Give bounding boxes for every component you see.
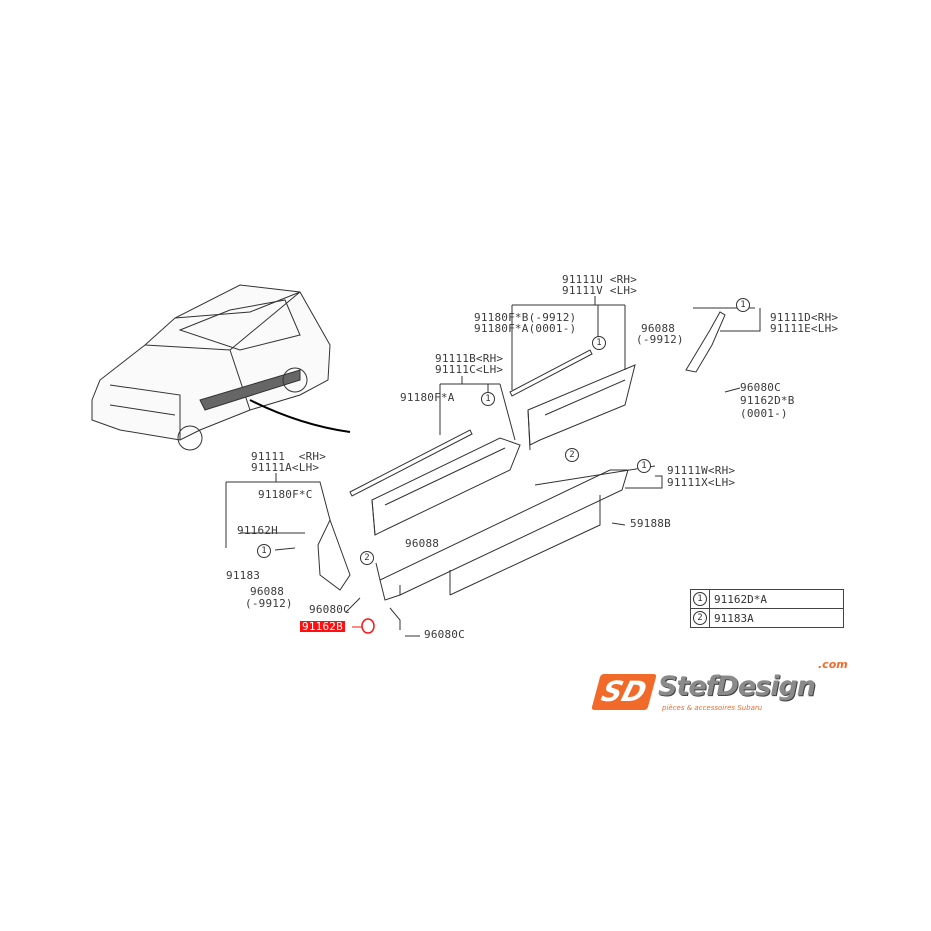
label-91111W: 91111W<RH>: [667, 464, 736, 477]
vehicle-illustration: [91, 284, 351, 451]
callout-2: 2: [360, 551, 374, 565]
legend-table: 1 91162D*A 2 91183A: [690, 589, 844, 628]
label-91111A: 91111A<LH>: [251, 461, 320, 474]
label-91162D-B-note: (0001-): [740, 407, 788, 420]
label-91180F-B: 91180F*B(-9912): [474, 311, 577, 324]
label-91111C: 91111C<LH>: [435, 363, 504, 376]
legend-row: 1 91162D*A: [691, 590, 843, 608]
logo-tagline: pièces & accessoires Subaru: [662, 704, 763, 712]
label-91111E: 91111E<LH>: [770, 322, 839, 335]
label-96088-mid: 96088: [405, 537, 440, 550]
leader-lines: [225, 296, 761, 637]
legend-number: 1: [693, 592, 707, 606]
label-91180F-A-0001: 91180F*A(0001-): [474, 322, 577, 335]
label-96080C-left: 96080C: [309, 603, 350, 616]
highlighted-part-91162B[interactable]: 91162B: [300, 620, 345, 633]
callout-1: 1: [736, 298, 750, 312]
label-96088-left: 96088: [250, 585, 285, 598]
label-91180F-A: 91180F*A: [400, 391, 455, 404]
callout-1: 1: [592, 336, 606, 350]
legend-part: 91162D*A: [714, 592, 767, 606]
label-91111D: 91111D<RH>: [770, 311, 839, 324]
label-96088-left-note: (-9912): [245, 597, 293, 610]
label-96088-top-note: (-9912): [636, 333, 684, 346]
label-91162H: 91162H: [237, 524, 278, 537]
moulding-parts: [317, 311, 726, 601]
label-96088-top: 96088: [641, 322, 676, 335]
callout-2: 2: [565, 448, 579, 462]
legend-part: 91183A: [714, 611, 754, 625]
label-91111B: 91111B<RH>: [435, 352, 504, 365]
callout-1: 1: [257, 544, 271, 558]
label-91111X: 91111X<LH>: [667, 476, 736, 489]
logo-com: .com: [818, 658, 848, 671]
legend-row: 2 91183A: [691, 608, 843, 627]
label-91111U: 91111U <RH>: [562, 273, 638, 286]
stefdesign-logo: SD StefDesign .com pièces & accessoires …: [591, 659, 856, 714]
label-91111: 91111 <RH>: [251, 450, 327, 463]
label-96080C-bottom: 96080C: [424, 628, 465, 641]
logo-name: StefDesign: [658, 671, 816, 702]
logo-mark: SD: [591, 674, 657, 710]
legend-number: 2: [693, 611, 707, 625]
label-91162D-B: 91162D*B: [740, 394, 795, 407]
label-96080C-top: 96080C: [740, 381, 781, 394]
callout-1: 1: [637, 459, 651, 473]
label-91183: 91183: [226, 569, 261, 582]
callout-1: 1: [481, 392, 495, 406]
label-59188B: 59188B: [630, 517, 671, 530]
label-91180F-C: 91180F*C: [258, 488, 313, 501]
label-91111V: 91111V <LH>: [562, 284, 638, 297]
